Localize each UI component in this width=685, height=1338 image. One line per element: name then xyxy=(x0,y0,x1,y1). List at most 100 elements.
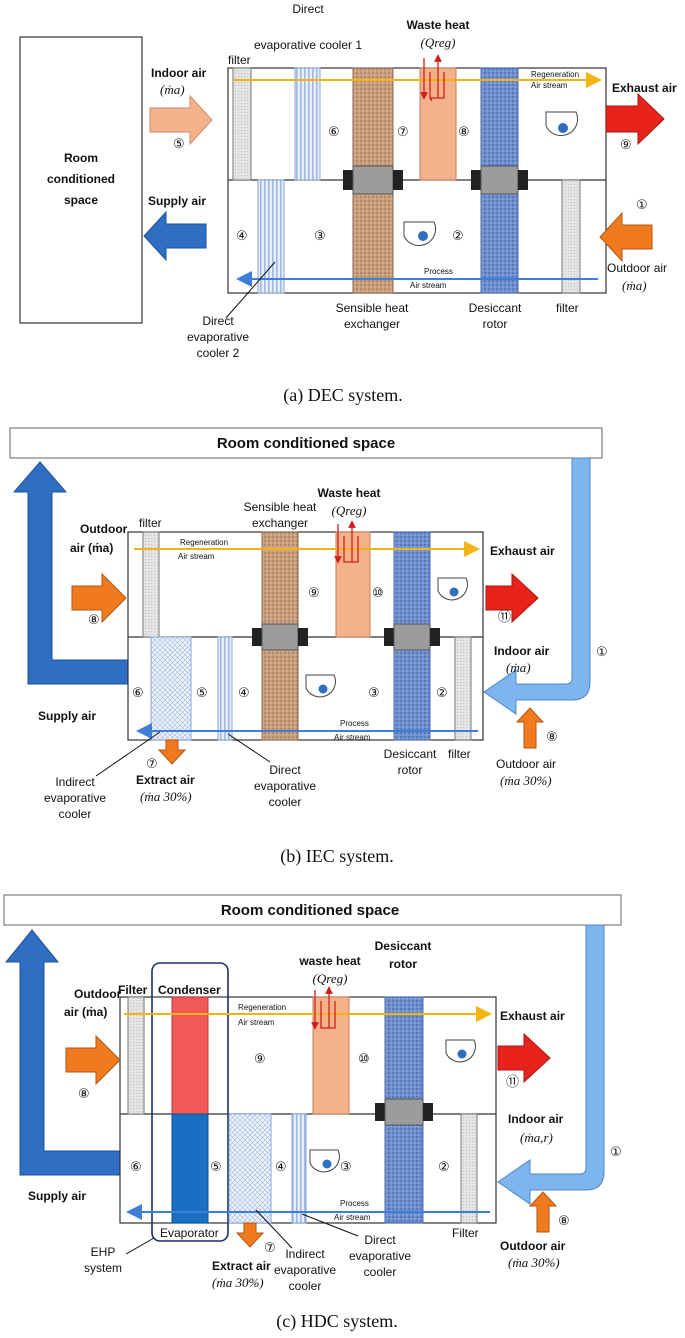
exhaust-air-arrow xyxy=(497,1032,551,1084)
process-label-1: Process xyxy=(424,267,453,276)
supply-air-arrow xyxy=(143,210,207,262)
extract-air-label-1: Extract air xyxy=(212,1259,271,1273)
regeneration-label-2: Air stream xyxy=(178,552,215,561)
state-9: ⑨ xyxy=(254,1052,266,1067)
outdoor-air-label: Outdoor air xyxy=(607,261,667,275)
desiccant-label-2: rotor xyxy=(483,317,508,331)
hub-desiccant xyxy=(384,1098,424,1126)
room-label: Room conditioned space xyxy=(221,902,399,919)
state-8-outdoor-30: ⑧ xyxy=(558,1214,570,1229)
filter-top xyxy=(127,996,145,1115)
room-bar xyxy=(9,427,603,459)
waste-heat-label: waste heat xyxy=(298,954,360,968)
fan-bottom-icon xyxy=(305,674,336,698)
state-2: ② xyxy=(452,229,464,244)
regeneration-label-2: Air stream xyxy=(238,1018,275,1027)
filter-top xyxy=(142,531,160,638)
outdoor-air-30-label-1: Outdoor air xyxy=(500,1239,566,1253)
shaft-1 xyxy=(252,628,262,646)
process-label-2: Air stream xyxy=(334,733,371,742)
shaft-4 xyxy=(430,628,440,646)
ehp-leader-line xyxy=(125,1237,155,1255)
indoor-air-label-1: Indoor air xyxy=(508,1112,564,1126)
state-7: ⑦ xyxy=(264,1241,276,1256)
shaft-1 xyxy=(375,1103,385,1121)
indoor-air-label-2: (ṁa,r) xyxy=(520,1130,553,1145)
indirect-evaporative-cooler xyxy=(228,1113,272,1224)
waste-heat-label: Waste heat xyxy=(407,18,470,32)
state-2: ② xyxy=(436,686,448,701)
state-3: ③ xyxy=(314,229,326,244)
iec-leader-line xyxy=(95,731,161,777)
shaft-right-a xyxy=(393,170,403,190)
indoor-air-arrow xyxy=(149,94,213,146)
state-1: ① xyxy=(610,1145,622,1160)
waste-heat-symbol: (Qreg) xyxy=(313,971,348,986)
direct-evaporative-cooler-1 xyxy=(294,67,321,181)
waste-heat-coil xyxy=(335,531,371,638)
regeneration-label-1: Regeneration xyxy=(531,70,579,79)
state-11: ⑪ xyxy=(498,610,511,625)
shaft-2 xyxy=(423,1103,433,1121)
supply-air-label: Supply air xyxy=(38,709,96,723)
state-4: ④ xyxy=(236,229,248,244)
supply-air-duct xyxy=(12,461,129,685)
exhaust-air-label: Exhaust air xyxy=(612,81,677,95)
panel-a-dec-system: Room conditioned space xyxy=(19,2,677,406)
shx-label-1: Sensible heat xyxy=(244,500,317,514)
direct-evaporative-cooler xyxy=(217,636,233,741)
state-9: ⑨ xyxy=(308,586,320,601)
state-11: ⑪ xyxy=(506,1075,519,1090)
outdoor-air-arrow xyxy=(71,572,127,624)
outdoor-air-arrow xyxy=(599,211,653,263)
iec-label-1: Indirect xyxy=(285,1247,325,1261)
waste-heat-flow-icon xyxy=(320,1001,336,1029)
fan-top-icon xyxy=(445,1039,476,1063)
dec-label-1: Direct xyxy=(269,763,301,777)
state-8-outdoor-30: ⑧ xyxy=(546,730,558,745)
desiccant-label-2: rotor xyxy=(389,957,417,971)
filter-bottom xyxy=(561,179,581,294)
state-3: ③ xyxy=(368,686,380,701)
dec-leader-line xyxy=(227,733,271,763)
outdoor-air-30-arrow xyxy=(528,1191,558,1233)
filter-top xyxy=(232,67,252,181)
ehp-system-outline xyxy=(151,962,229,1242)
filter-bottom xyxy=(460,1113,478,1224)
dec-label-3: cooler xyxy=(269,795,302,809)
process-label-1: Process xyxy=(340,1199,369,1208)
exhaust-air-label: Exhaust air xyxy=(500,1009,565,1023)
state-6: ⑥ xyxy=(130,1160,142,1175)
regeneration-label-1: Regeneration xyxy=(180,538,228,547)
supply-air-label: Supply air xyxy=(148,194,206,208)
outdoor-air-30-label-2: (ṁa 30%) xyxy=(508,1255,560,1270)
dec-leader-line xyxy=(301,1213,359,1237)
exhaust-air-arrow xyxy=(605,92,665,146)
panel-c-hdc-system: Room conditioned space xyxy=(3,894,622,1332)
waste-heat-symbol: (Qreg) xyxy=(332,503,367,518)
direct-evaporative-cooler xyxy=(291,1113,307,1224)
indirect-evaporative-cooler xyxy=(150,636,192,741)
outdoor-air-arrow xyxy=(65,1034,121,1086)
indoor-air-label-2: (ṁa) xyxy=(506,660,531,675)
outdoor-air-30-arrow xyxy=(515,707,545,749)
outdoor-air-flow: (ṁa) xyxy=(622,278,647,293)
state-6: ⑥ xyxy=(328,125,340,140)
iec-label-2: evaporative xyxy=(44,791,106,805)
waste-heat-flow-icon xyxy=(429,72,445,102)
state-4: ④ xyxy=(275,1160,287,1175)
waste-heat-flow-icon xyxy=(343,536,359,563)
state-9: ⑨ xyxy=(620,138,632,153)
shx-label-1: Sensible heat xyxy=(336,301,409,315)
fan-top-icon xyxy=(437,577,468,601)
filter-bottom-label: filter xyxy=(556,301,579,315)
exhaust-air-label: Exhaust air xyxy=(490,544,555,558)
dec2-label-3: cooler 2 xyxy=(197,346,240,360)
waste-heat-coil xyxy=(312,996,350,1115)
state-10: ⑩ xyxy=(372,586,384,601)
shaft-right-b xyxy=(518,170,528,190)
fan-top-icon xyxy=(545,111,579,137)
hub-shx xyxy=(352,165,394,195)
state-10: ⑩ xyxy=(358,1052,370,1067)
extract-air-label-1: Extract air xyxy=(136,773,195,787)
